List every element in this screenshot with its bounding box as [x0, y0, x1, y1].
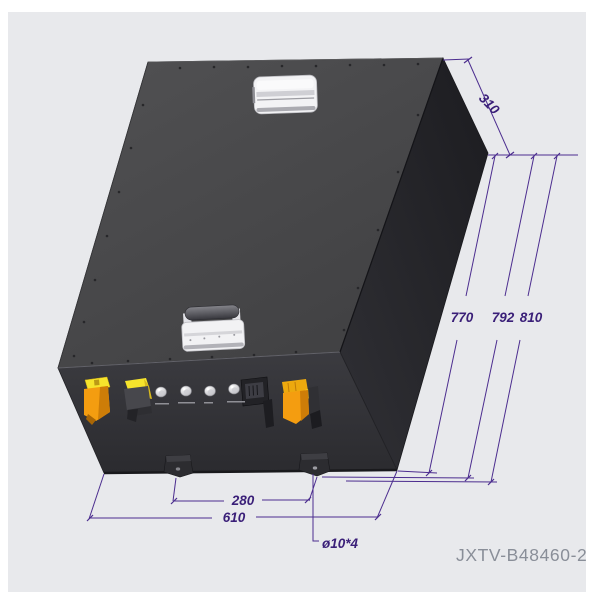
- dim-label-810: 810: [520, 310, 543, 325]
- handle-top-front: [181, 304, 246, 352]
- panel-label-marks: [155, 401, 245, 405]
- comm-port-cable-tab: [263, 399, 274, 428]
- terminal-left: [84, 376, 111, 425]
- round-connector-4: [228, 383, 240, 395]
- bottom-front-edge: [103, 468, 398, 475]
- round-connector-3: [204, 385, 216, 397]
- connector-panel: [84, 376, 322, 429]
- mounting-foot-left: [163, 454, 194, 478]
- handle-top-rear: [252, 74, 318, 115]
- breaker-switch: [124, 378, 152, 422]
- left-top-edge: [57, 61, 149, 369]
- screw-dots: [72, 62, 420, 365]
- terminal-right: [282, 379, 322, 429]
- part-number: JXTV-B48460-2: [456, 545, 587, 565]
- round-connector-1: [155, 386, 167, 398]
- side-top-crease: [339, 57, 444, 353]
- breaker-body: [124, 386, 151, 411]
- dim-label-770: 770: [451, 310, 474, 325]
- mounting-foot-right: [298, 452, 331, 477]
- back-top-edge: [147, 57, 444, 63]
- dim-label-280: 280: [231, 493, 255, 508]
- dim-hole-callout: ø10*4: [312, 474, 359, 551]
- comm-port: [240, 376, 274, 428]
- round-connector-2: [180, 385, 192, 397]
- foot-hole: [175, 467, 181, 471]
- dim-label-792: 792: [492, 310, 515, 325]
- front-top-crease: [57, 351, 341, 369]
- dim-width-610: 610: [86, 470, 398, 525]
- dim-label-hole: ø10*4: [322, 536, 359, 551]
- dim-label-610: 610: [223, 510, 246, 525]
- dim-heights: 770 792 810: [321, 152, 578, 486]
- handle-grip-bar: [184, 304, 240, 321]
- foot-hole: [312, 466, 318, 470]
- battery-enclosure: [57, 56, 489, 478]
